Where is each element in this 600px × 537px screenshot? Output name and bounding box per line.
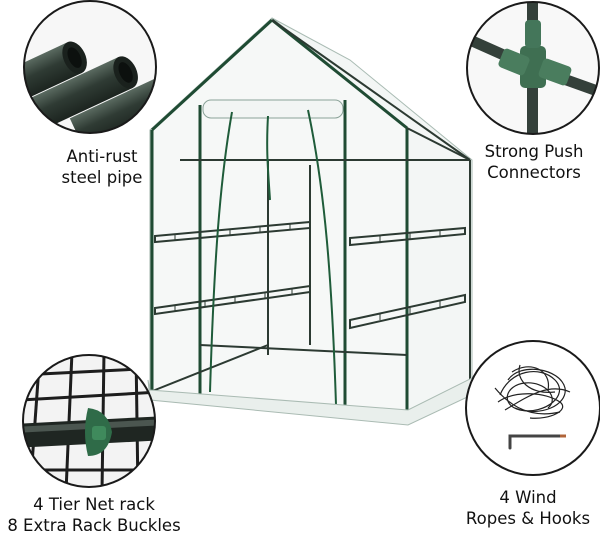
caption-line: Strong Push (484, 142, 584, 161)
zipper-lines (209, 109, 337, 406)
greenhouse-illustration (147, 17, 479, 426)
shelf-right-lower (349, 293, 466, 330)
side-frame (149, 19, 471, 393)
rope-hook-icon (465, 340, 600, 476)
caption-steel-pipe: Anti-rust steel pipe (22, 146, 182, 188)
caption-net-rack: 4 Tier Net rack 8 Extra Rack Buckles (0, 494, 188, 536)
caption-line: steel pipe (61, 168, 143, 187)
shelf-left-lower (154, 284, 311, 316)
caption-line: 8 Extra Rack Buckles (7, 516, 181, 535)
caption-line: Anti-rust (66, 147, 138, 166)
caption-line: Connectors (487, 163, 581, 182)
steel-pipe-icon (23, 0, 157, 134)
push-connector-icon (466, 1, 600, 135)
net-rack-buckle-icon (22, 354, 156, 488)
shelf-right-upper (349, 226, 466, 247)
door-roll (202, 99, 344, 119)
caption-connectors: Strong Push Connectors (468, 141, 600, 183)
caption-line: Ropes & Hooks (465, 509, 591, 528)
shelf-left-upper (154, 220, 311, 244)
caption-line: 4 Tier Net rack (33, 495, 155, 514)
caption-line: 4 Wind (499, 488, 557, 507)
caption-ropes-hooks: 4 Wind Ropes & Hooks (456, 487, 600, 529)
